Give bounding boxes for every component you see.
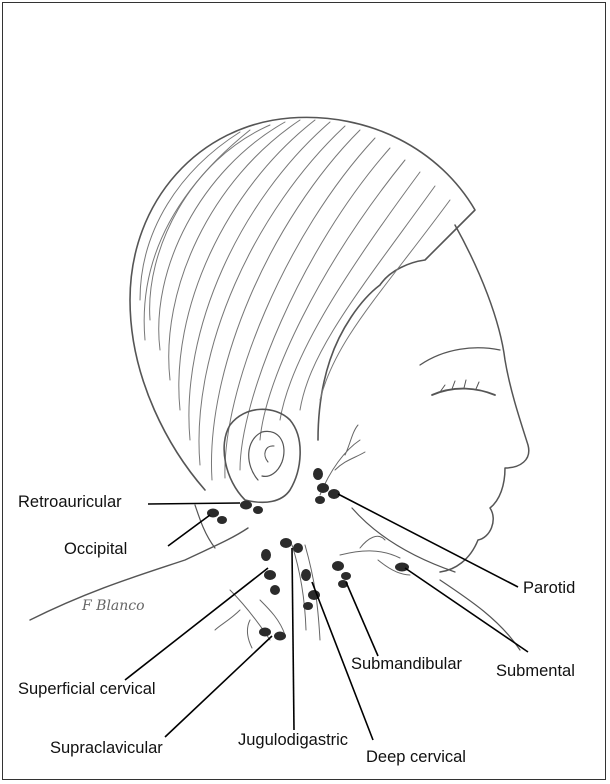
node-deep-2 bbox=[301, 569, 311, 581]
node-deep-1 bbox=[293, 543, 303, 553]
leader-occipital bbox=[168, 515, 210, 546]
leader-retroauricular bbox=[148, 503, 240, 504]
node-supraclavicular-2 bbox=[274, 632, 286, 641]
label-deep-cervical: Deep cervical bbox=[366, 749, 466, 766]
node-superficial-2 bbox=[264, 570, 276, 580]
node-jugulodigastric bbox=[280, 538, 292, 548]
hair-outline bbox=[130, 117, 475, 490]
label-parotid: Parotid bbox=[523, 580, 575, 597]
label-jugulodigastric: Jugulodigastric bbox=[238, 732, 348, 749]
node-deep-4 bbox=[303, 602, 313, 610]
node-retroauricular-1 bbox=[240, 501, 252, 510]
leader-submandibular bbox=[346, 582, 378, 656]
leader-jugulodigastric bbox=[292, 548, 294, 730]
node-parotid-1 bbox=[313, 468, 323, 480]
node-retroauricular-2 bbox=[253, 506, 263, 514]
leader-supraclavicular bbox=[165, 636, 272, 737]
node-parotid-2 bbox=[317, 483, 329, 493]
label-occipital: Occipital bbox=[64, 541, 127, 558]
artist-signature: F Blanco bbox=[82, 598, 145, 614]
leader-superficial-cervical bbox=[125, 568, 268, 680]
node-submandibular-2 bbox=[341, 572, 351, 580]
node-supraclavicular-1 bbox=[259, 628, 271, 637]
eyebrow bbox=[420, 348, 500, 365]
label-supraclavicular: Supraclavicular bbox=[50, 740, 163, 757]
node-occipital-2 bbox=[217, 516, 227, 524]
label-retroauricular: Retroauricular bbox=[18, 494, 122, 511]
label-submandibular: Submandibular bbox=[351, 656, 462, 673]
label-submental: Submental bbox=[496, 663, 575, 680]
leader-lines bbox=[125, 494, 528, 740]
face-profile bbox=[440, 225, 529, 572]
node-superficial-3 bbox=[270, 585, 280, 595]
node-superficial-1 bbox=[261, 549, 271, 561]
leader-submental bbox=[405, 568, 528, 652]
node-submandibular-1 bbox=[332, 561, 344, 571]
label-superficial-cervical: Superficial cervical bbox=[18, 681, 156, 698]
chest-outline bbox=[440, 580, 520, 650]
node-parotid-4 bbox=[315, 496, 325, 504]
